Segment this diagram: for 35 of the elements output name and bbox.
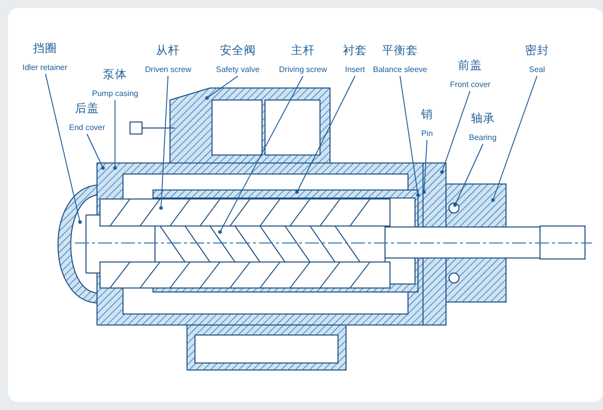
chinese-part-label: 平衡套 — [382, 44, 418, 57]
leader-line — [440, 90, 470, 174]
english-part-label: Front cover — [450, 80, 490, 90]
english-part-label: Insert — [344, 66, 365, 74]
chinese-part-label: 衬套 — [343, 44, 367, 57]
chinese-part-label: 销 — [421, 108, 433, 121]
english-part-label: Idler retainer — [22, 64, 68, 72]
leader-line — [295, 76, 356, 194]
chinese-part-label: 主杆 — [291, 44, 315, 57]
chinese-part-label: 后盖 — [75, 102, 100, 115]
english-part-label: Driven screw — [145, 66, 192, 74]
english-part-label: Bearing — [469, 134, 497, 142]
english-part-label: Balance sleeve — [373, 66, 428, 74]
leader-line — [422, 140, 428, 194]
leader-line — [113, 100, 117, 170]
english-part-label: Pin — [421, 130, 433, 138]
chinese-part-label: 从杆 — [156, 44, 180, 57]
english-part-label: End cover — [69, 124, 106, 132]
chinese-part-label: 安全阀 — [220, 44, 256, 57]
chinese-part-label: 前盖 — [458, 59, 482, 72]
chinese-part-label: 挡圈 — [32, 42, 57, 55]
leader-line — [159, 76, 168, 210]
leader-line — [453, 144, 484, 207]
english-part-label: Driving screw — [279, 66, 328, 74]
leader-line — [86, 134, 105, 170]
english-part-label: Pump casing — [92, 90, 138, 98]
leader-line — [45, 74, 82, 224]
chinese-part-label: 密封 — [525, 44, 549, 57]
english-part-label: Seal — [528, 66, 545, 74]
english-part-label: Safety valve — [216, 66, 260, 74]
leader-line — [205, 76, 238, 100]
leader-line — [491, 76, 538, 202]
chinese-part-label: 轴承 — [470, 112, 495, 125]
leader-line — [400, 76, 420, 197]
chinese-part-label: 泵体 — [103, 68, 128, 81]
